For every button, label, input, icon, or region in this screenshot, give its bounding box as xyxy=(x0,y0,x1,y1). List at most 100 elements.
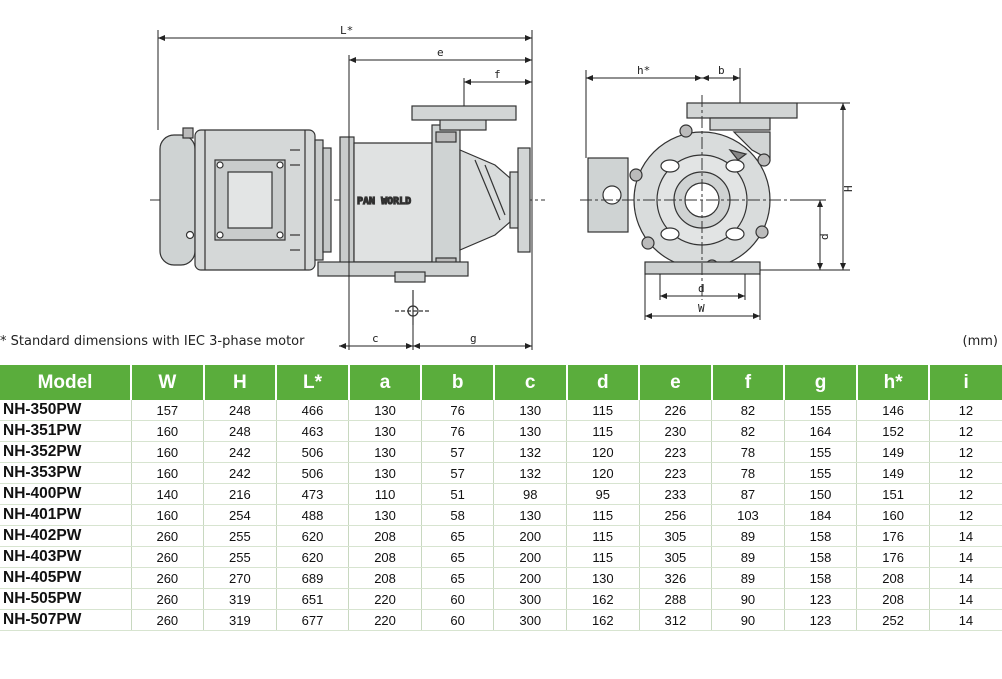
value-cell: 300 xyxy=(493,588,567,610)
value-cell: 260 xyxy=(131,567,205,589)
value-cell: 76 xyxy=(421,420,495,442)
value-cell: 248 xyxy=(203,400,277,421)
model-cell: NH-352PW xyxy=(0,441,132,463)
value-cell: 130 xyxy=(348,420,422,442)
model-cell: NH-353PW xyxy=(0,462,132,484)
value-cell: 98 xyxy=(493,483,567,505)
value-cell: 164 xyxy=(784,420,858,442)
model-cell: NH-403PW xyxy=(0,546,132,568)
column-header: W xyxy=(131,365,205,400)
value-cell: 115 xyxy=(566,504,640,526)
value-cell: 123 xyxy=(784,588,858,610)
value-cell: 184 xyxy=(784,504,858,526)
column-header: Model xyxy=(0,365,133,400)
value-cell: 90 xyxy=(711,588,785,610)
value-cell: 254 xyxy=(203,504,277,526)
value-cell: 130 xyxy=(493,420,567,442)
value-cell: 200 xyxy=(493,546,567,568)
value-cell: 95 xyxy=(566,483,640,505)
value-cell: 115 xyxy=(566,420,640,442)
value-cell: 270 xyxy=(203,567,277,589)
value-cell: 463 xyxy=(276,420,350,442)
front-view-dimensions xyxy=(585,68,850,320)
model-cell: NH-402PW xyxy=(0,525,132,547)
unit-label: (mm) xyxy=(962,334,998,349)
value-cell: 242 xyxy=(203,462,277,484)
value-cell: 162 xyxy=(566,588,640,610)
value-cell: 78 xyxy=(711,462,785,484)
value-cell: 155 xyxy=(784,462,858,484)
value-cell: 208 xyxy=(856,588,930,610)
value-cell: 223 xyxy=(639,441,713,463)
value-cell: 260 xyxy=(131,546,205,568)
column-header: L* xyxy=(276,365,350,400)
value-cell: 160 xyxy=(131,441,205,463)
pump-dimension-drawing: PAN WORLD L* xyxy=(150,24,855,350)
value-cell: 506 xyxy=(276,441,350,463)
value-cell: 12 xyxy=(929,483,1002,505)
value-cell: 200 xyxy=(493,567,567,589)
value-cell: 82 xyxy=(711,420,785,442)
value-cell: 176 xyxy=(856,546,930,568)
value-cell: 256 xyxy=(639,504,713,526)
value-cell: 76 xyxy=(421,400,495,421)
value-cell: 120 xyxy=(566,462,640,484)
value-cell: 60 xyxy=(421,588,495,610)
value-cell: 466 xyxy=(276,400,350,421)
value-cell: 65 xyxy=(421,567,495,589)
value-cell: 158 xyxy=(784,525,858,547)
dim-label-d-side: d xyxy=(818,233,831,240)
model-cell: NH-350PW xyxy=(0,400,132,421)
column-header: f xyxy=(711,365,786,400)
value-cell: 82 xyxy=(711,400,785,421)
value-cell: 132 xyxy=(493,462,567,484)
value-cell: 149 xyxy=(856,462,930,484)
value-cell: 132 xyxy=(493,441,567,463)
brand-label: PAN WORLD xyxy=(357,196,411,207)
value-cell: 14 xyxy=(929,525,1002,547)
value-cell: 260 xyxy=(131,525,205,547)
value-cell: 58 xyxy=(421,504,495,526)
model-cell: NH-401PW xyxy=(0,504,132,526)
dim-label-h: h* xyxy=(637,64,650,77)
column-header: g xyxy=(784,365,858,400)
value-cell: 160 xyxy=(131,420,205,442)
value-cell: 110 xyxy=(348,483,422,505)
value-cell: 160 xyxy=(131,504,205,526)
value-cell: 155 xyxy=(784,400,858,421)
front-view-centerlines xyxy=(580,95,790,300)
value-cell: 288 xyxy=(639,588,713,610)
value-cell: 319 xyxy=(203,588,277,610)
side-view: PAN WORLD xyxy=(150,105,545,325)
value-cell: 130 xyxy=(348,462,422,484)
value-cell: 248 xyxy=(203,420,277,442)
value-cell: 651 xyxy=(276,588,350,610)
model-cell: NH-400PW xyxy=(0,483,132,505)
value-cell: 150 xyxy=(784,483,858,505)
value-cell: 220 xyxy=(348,609,422,631)
column-header: c xyxy=(493,365,568,400)
value-cell: 162 xyxy=(566,609,640,631)
value-cell: 255 xyxy=(203,525,277,547)
value-cell: 115 xyxy=(566,525,640,547)
value-cell: 158 xyxy=(784,567,858,589)
value-cell: 12 xyxy=(929,400,1002,421)
model-cell: NH-405PW xyxy=(0,567,132,589)
value-cell: 208 xyxy=(348,546,422,568)
value-cell: 689 xyxy=(276,567,350,589)
value-cell: 176 xyxy=(856,525,930,547)
value-cell: 208 xyxy=(348,567,422,589)
value-cell: 152 xyxy=(856,420,930,442)
model-cell: NH-505PW xyxy=(0,588,132,610)
value-cell: 252 xyxy=(856,609,930,631)
model-cell: NH-507PW xyxy=(0,609,132,631)
value-cell: 473 xyxy=(276,483,350,505)
